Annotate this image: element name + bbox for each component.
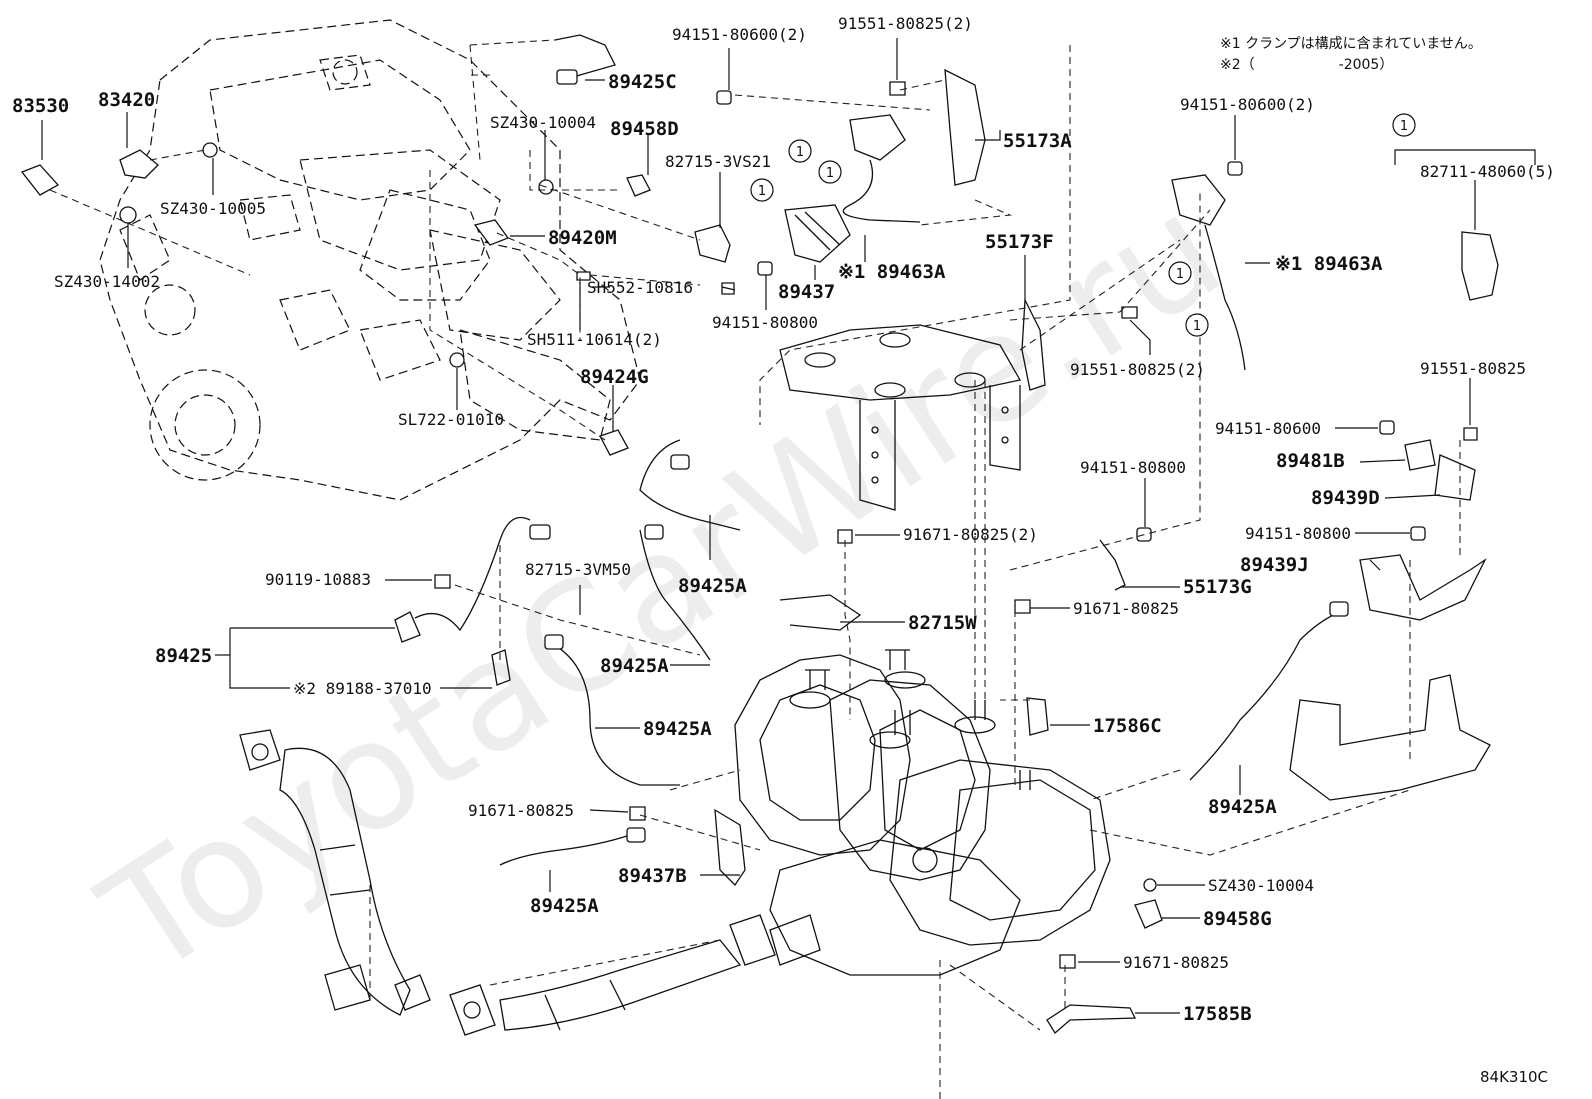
part-label: 89458G: [1203, 908, 1272, 930]
part-label: SH552-10816: [587, 278, 693, 297]
part-label: 55173F: [985, 231, 1054, 253]
part-label: 91671-80825: [468, 801, 574, 820]
part-label: 90119-10883: [265, 570, 371, 589]
part-label: 89439J: [1240, 554, 1309, 576]
small-parts-drawing: [20, 34, 1499, 1034]
part-label: 82715-3VS21: [665, 152, 771, 171]
heat-shield-drawing: [1289, 454, 1491, 801]
part-label: 94151-80600(2): [672, 25, 807, 44]
note-date-range: ※2（ -2005）: [1220, 57, 1393, 73]
part-label: 89425A: [530, 895, 599, 917]
part-label: 91551-80825(2): [1070, 360, 1205, 379]
part-label: 89458D: [610, 118, 679, 140]
svg-text:1: 1: [796, 145, 804, 160]
part-label: 94151-80600: [1215, 419, 1321, 438]
part-label: 89420M: [548, 227, 617, 249]
part-label: 17585B: [1183, 1003, 1252, 1025]
part-label: ※1 89463A: [838, 261, 946, 283]
converter-assembly-drawing: [734, 649, 1111, 976]
diagram-code: 84K310C: [1480, 1068, 1548, 1086]
part-label: SZ430-10004: [1208, 876, 1314, 895]
part-label: 91671-80825: [1123, 953, 1229, 972]
callout-markers: 1 1 1 1 1 1: [750, 113, 1416, 337]
part-label: 91551-80825: [1420, 359, 1526, 378]
part-label: 91671-80825: [1073, 599, 1179, 618]
callout-marker: 1: [788, 139, 812, 163]
part-label: ※2 89188-37010: [293, 679, 432, 698]
part-label: 89437B: [618, 865, 687, 887]
part-label: 55173G: [1183, 576, 1252, 598]
part-label: 17586C: [1093, 715, 1162, 737]
connection-lines: [49, 39, 1461, 1099]
part-label: ※1 89463A: [1275, 253, 1383, 275]
part-label: 94151-80800: [712, 313, 818, 332]
part-label: 55173A: [1003, 130, 1072, 152]
part-label: 82715-3VM50: [525, 560, 631, 579]
part-label: 89425A: [643, 718, 712, 740]
leader-lines: [41, 38, 1536, 1014]
svg-text:1: 1: [758, 184, 766, 199]
part-label: SZ430-14002: [54, 272, 160, 291]
callout-marker: 1: [818, 160, 842, 184]
part-label: SL722-01010: [398, 410, 504, 429]
part-label: 89481B: [1276, 450, 1345, 472]
part-labels: 83530 83420 89425C SZ430-10004 89458D SZ…: [12, 14, 1555, 1025]
part-label: 89425A: [678, 575, 747, 597]
part-label: 83530: [12, 95, 69, 117]
note-clamp: ※1 クランプは構成に含まれていません。: [1220, 36, 1482, 52]
callout-marker: 1: [1392, 113, 1416, 137]
engine-block-drawing: [99, 19, 641, 501]
callout-marker: 1: [1185, 313, 1209, 337]
part-label: 89425A: [600, 655, 669, 677]
part-label: 91551-80825(2): [838, 14, 973, 33]
part-label: 89439D: [1311, 487, 1380, 509]
part-label: 94151-80800: [1080, 458, 1186, 477]
part-label: SH511-10614(2): [527, 330, 662, 349]
svg-text:1: 1: [1400, 119, 1408, 134]
part-label: 94151-80600(2): [1180, 95, 1315, 114]
svg-text:1: 1: [1193, 319, 1201, 334]
callout-marker: 1: [750, 178, 774, 202]
part-label: 94151-80800: [1245, 524, 1351, 543]
part-label: 82711-48060(5): [1420, 162, 1555, 181]
part-label: SZ430-10005: [160, 199, 266, 218]
part-label: 82715W: [908, 612, 977, 634]
svg-text:1: 1: [1176, 267, 1184, 282]
part-label: SZ430-10004: [490, 113, 596, 132]
part-label: 89425C: [608, 71, 677, 93]
svg-text:1: 1: [826, 166, 834, 181]
part-label: 89437: [778, 281, 835, 303]
part-label: 83420: [98, 89, 155, 111]
part-label: 89425: [155, 645, 212, 667]
part-label: 91671-80825(2): [903, 525, 1038, 544]
part-label: 89424G: [580, 366, 649, 388]
bracket-drawing: [779, 324, 1022, 511]
callout-marker: 1: [1168, 261, 1192, 285]
part-label: 89425A: [1208, 796, 1277, 818]
